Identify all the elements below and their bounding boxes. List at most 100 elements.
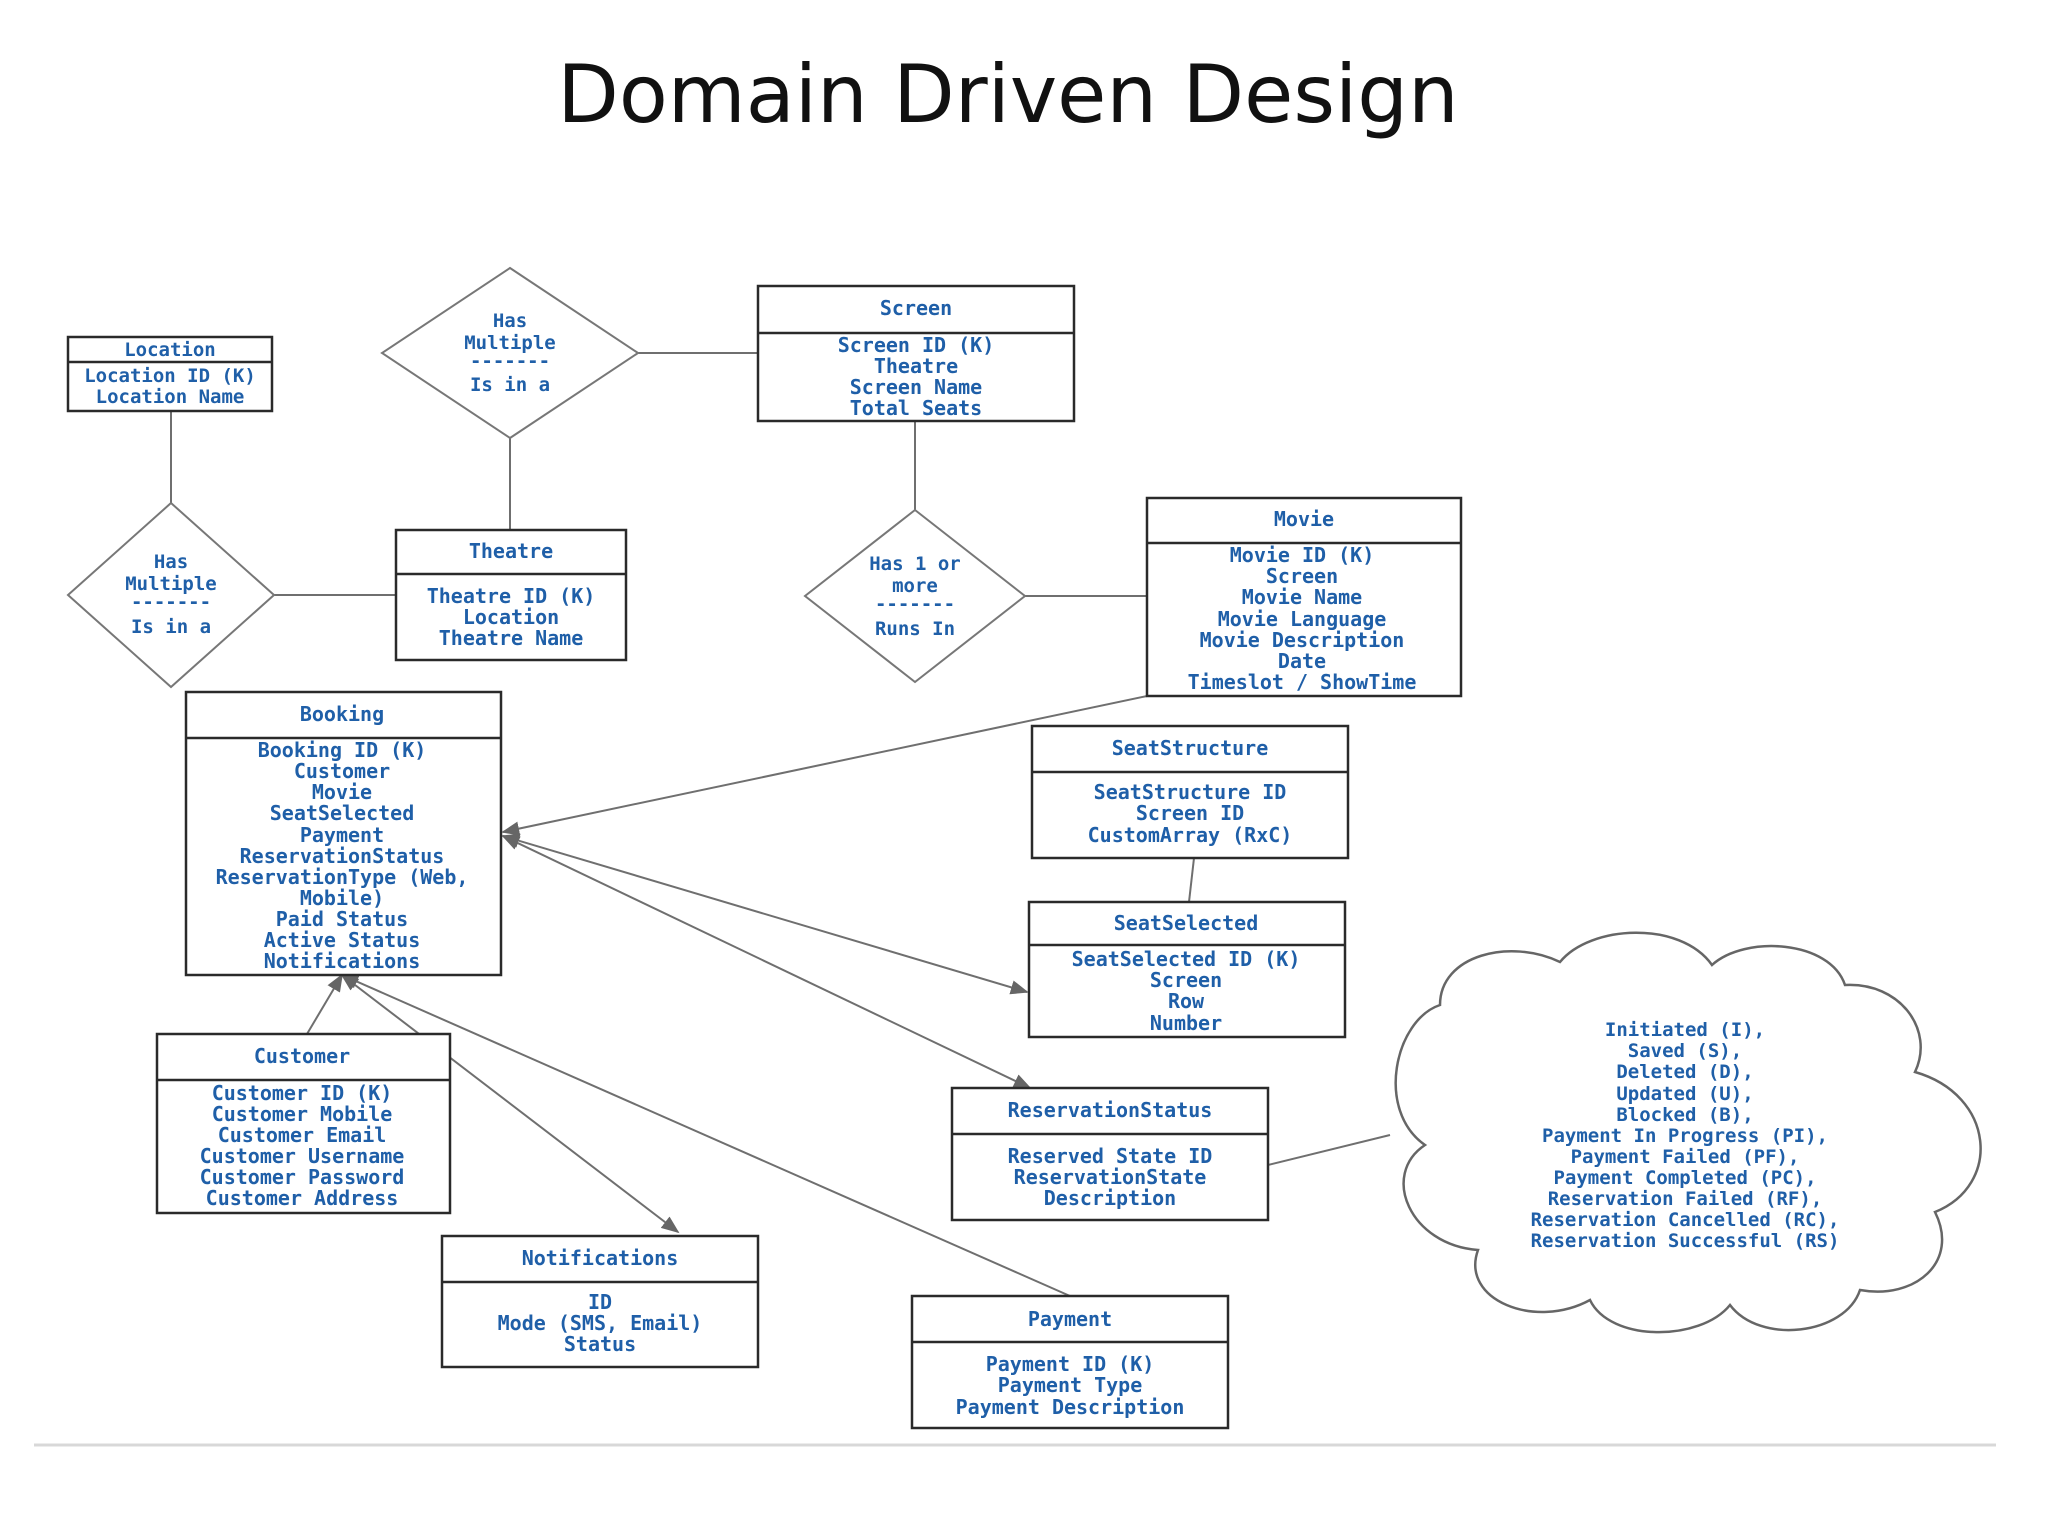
entity-title: Customer: [254, 1044, 350, 1068]
entity-field: Customer Mobile: [212, 1102, 393, 1126]
relationship-screen-movie: Has 1 or more ------- Runs In: [803, 508, 1027, 684]
entity-field: Date: [1278, 649, 1326, 673]
entity-field: Mode (SMS, Email): [498, 1311, 703, 1335]
reservation-state: Initiated (I),: [1605, 1019, 1765, 1041]
entity-field: Movie: [312, 780, 372, 804]
entity-title: SeatSelected: [1114, 911, 1259, 935]
entity-title: Booking: [300, 702, 384, 726]
entity-field: Customer Email: [218, 1123, 387, 1147]
entity-field: Booking ID (K): [258, 738, 427, 762]
relationship-location-theatre: Has Multiple ------- Is in a: [66, 501, 276, 689]
entity-field: Timeslot / ShowTime: [1188, 670, 1417, 694]
reservation-states-cloud: Initiated (I), Saved (S), Deleted (D), U…: [1394, 931, 1982, 1334]
reservation-state: Reservation Successful (RS): [1531, 1230, 1840, 1252]
entity-field: ReservationType (Web,: [216, 865, 469, 889]
entity-location: Location Location ID (K) Location Name: [66, 335, 274, 413]
entity-theatre: Theatre Theatre ID (K) Location Theatre …: [394, 528, 628, 662]
relationship-label-line: more: [892, 575, 938, 597]
entity-title: Location: [124, 339, 216, 361]
entity-field: Reserved State ID: [1008, 1144, 1213, 1168]
entity-field: SeatSelected: [270, 801, 415, 825]
entity-booking: Booking Booking ID (K) Customer Movie Se…: [184, 690, 503, 977]
entity-notifications: Notifications ID Mode (SMS, Email) Statu…: [440, 1234, 760, 1369]
arrow-booking-to-reservationstatus: [501, 835, 1032, 1089]
arrow-customer-to-booking: [306, 973, 343, 1035]
entity-field: Payment Description: [956, 1395, 1185, 1419]
entity-title: Screen: [880, 296, 952, 320]
entity-movie: Movie Movie ID (K) Screen Movie Name Mov…: [1145, 496, 1463, 698]
entity-field: Payment Type: [998, 1373, 1143, 1397]
relationship-label-line: -------: [131, 591, 211, 613]
entity-title: Payment: [1028, 1307, 1112, 1331]
entity-title: Movie: [1274, 507, 1334, 531]
entity-field: Paid Status: [276, 907, 408, 931]
relationship-label-line: Is in a: [131, 616, 211, 638]
reservation-state: Payment Failed (PF),: [1571, 1146, 1800, 1168]
entity-field: Movie Description: [1200, 628, 1405, 652]
reservation-state: Reservation Failed (RF),: [1548, 1188, 1823, 1210]
entity-field: Notifications: [264, 949, 421, 973]
arrow-booking-to-notifications: [340, 973, 680, 1234]
entity-seatstructure: SeatStructure SeatStructure ID Screen ID…: [1030, 724, 1350, 860]
entity-payment: Payment Payment ID (K) Payment Type Paym…: [910, 1294, 1230, 1430]
entity-field: Screen ID: [1136, 801, 1244, 825]
entity-field: Screen: [1150, 968, 1222, 992]
entity-field: Screen Name: [850, 375, 982, 399]
entity-field: ReservationState: [1014, 1165, 1207, 1189]
entity-field: Location: [463, 605, 559, 629]
entity-field: Customer Address: [206, 1186, 399, 1210]
connector-lines: [170, 352, 1391, 1297]
line-seatstructure-to-seatselected: [1188, 857, 1195, 903]
entity-field: Number: [1150, 1011, 1222, 1035]
relationship-label-line: Multiple: [464, 332, 556, 354]
entity-field: Total Seats: [850, 396, 982, 420]
reservation-state: Blocked (B),: [1616, 1104, 1753, 1126]
entity-customer: Customer Customer ID (K) Customer Mobile…: [155, 1032, 452, 1215]
relationship-label-line: Multiple: [125, 573, 217, 595]
page-title: Domain Driven Design: [557, 48, 1459, 141]
entity-field: Customer Password: [200, 1165, 405, 1189]
entity-seatselected: SeatSelected SeatSelected ID (K) Screen …: [1027, 900, 1347, 1039]
relationship-label-line: Runs In: [875, 618, 955, 640]
entity-field: SeatStructure ID: [1094, 780, 1287, 804]
entity-field: Movie Language: [1218, 607, 1387, 631]
entity-field: Customer: [294, 759, 390, 783]
relationship-label-line: Has: [154, 551, 188, 573]
reservation-state: Updated (U),: [1616, 1083, 1753, 1105]
entity-field: Screen: [1266, 564, 1338, 588]
entity-field: Payment: [300, 823, 384, 847]
entity-field: Location ID (K): [84, 365, 256, 387]
entity-field: Theatre: [874, 354, 958, 378]
entity-field: Theatre Name: [439, 626, 584, 650]
entity-title: Notifications: [522, 1246, 679, 1270]
entity-field: Status: [564, 1332, 636, 1356]
entity-field: Customer Username: [200, 1144, 405, 1168]
entity-field: Row: [1168, 989, 1205, 1013]
entity-field: Theatre ID (K): [427, 584, 596, 608]
entity-field: Description: [1044, 1186, 1176, 1210]
entity-title: Theatre: [469, 539, 553, 563]
arrow-movie-to-booking: [501, 695, 1148, 836]
entity-reservationstatus: ReservationStatus Reserved State ID Rese…: [950, 1086, 1270, 1222]
relationship-label-line: Is in a: [470, 374, 550, 396]
entity-field: ID: [588, 1290, 612, 1314]
relationship-label-line: -------: [470, 350, 550, 372]
entity-field: ReservationStatus: [240, 844, 445, 868]
entity-field: Movie Name: [1242, 585, 1362, 609]
reservation-state: Payment Completed (PC),: [1553, 1167, 1816, 1189]
entity-field: Movie ID (K): [1230, 543, 1375, 567]
entity-field: CustomArray (RxC): [1088, 823, 1293, 847]
entity-title: ReservationStatus: [1008, 1098, 1213, 1122]
entity-field: Active Status: [264, 928, 421, 952]
reservation-state: Reservation Cancelled (RC),: [1531, 1209, 1840, 1231]
relationship-label-line: Has 1 or: [869, 553, 961, 575]
arrow-payment-to-booking: [340, 974, 1071, 1297]
entity-field: Location Name: [96, 386, 245, 408]
entity-title: SeatStructure: [1112, 736, 1269, 760]
entity-field: Screen ID (K): [838, 333, 995, 357]
relationship-theatre-screen: Has Multiple ------- Is in a: [380, 266, 640, 440]
entity-field: Payment ID (K): [986, 1352, 1155, 1376]
reservation-state: Payment In Progress (PI),: [1542, 1125, 1828, 1147]
relationship-label-line: Has: [493, 310, 527, 332]
entity-field: SeatSelected ID (K): [1072, 947, 1301, 971]
